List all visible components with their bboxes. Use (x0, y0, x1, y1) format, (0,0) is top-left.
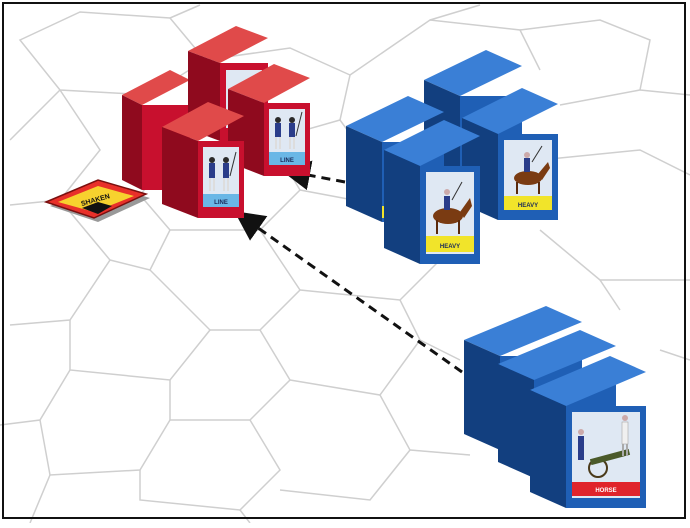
artillery-label: HORSE (595, 488, 616, 494)
red-block[interactable]: LINE (162, 102, 244, 218)
attack-arrows (234, 160, 463, 374)
cavalry-horse-icon (433, 181, 472, 234)
red-block[interactable]: LINE (228, 64, 310, 176)
red-infantry-stack[interactable]: LINE LINE (122, 26, 310, 218)
blue-block[interactable]: HEAVY (384, 120, 480, 264)
blue-cavalry-stack[interactable]: HEAVY HEAVY (346, 50, 558, 264)
infantry-soldier-icon (209, 151, 237, 191)
cavalry-label: HEAVY (518, 203, 538, 209)
cavalry-horse-icon (514, 145, 550, 194)
blue-block[interactable]: HORSE (530, 356, 646, 508)
artillery-cannon-icon (578, 415, 631, 478)
cavalry-label: HEAVY (440, 244, 460, 250)
blue-artillery-stack[interactable]: HORSE (464, 306, 646, 508)
infantry-label: LINE (214, 200, 228, 206)
hex-grid (0, 4, 690, 524)
blue-block[interactable]: HEAVY (462, 88, 558, 220)
chevron-icon (82, 202, 112, 214)
infantry-label: LINE (280, 158, 294, 164)
infantry-soldier-icon (275, 111, 303, 149)
arrow-cavalry-to-infantry (280, 160, 346, 191)
shaken-marker[interactable]: SHAKEN (43, 179, 150, 222)
